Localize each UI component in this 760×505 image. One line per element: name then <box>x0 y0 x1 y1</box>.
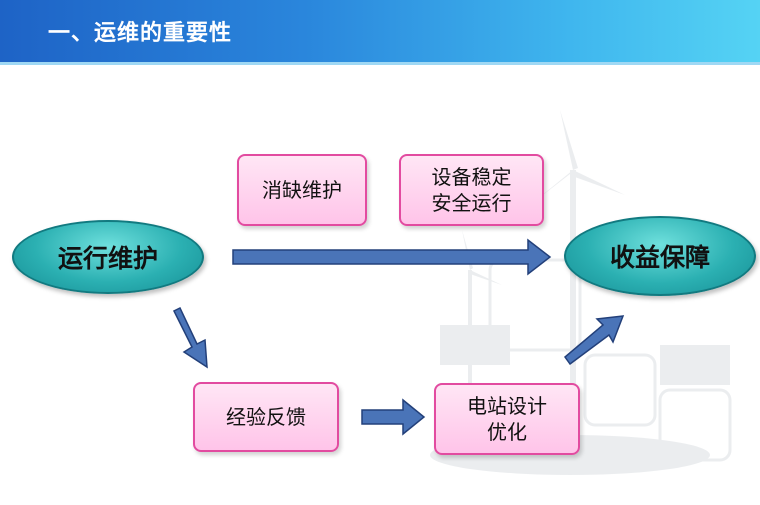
node-stable-operation-line1: 设备稳定 <box>431 165 512 189</box>
node-design-optimization: 电站设计 优化 <box>434 383 580 455</box>
keyboard-key <box>658 388 732 462</box>
node-operation-maintenance: 运行维护 <box>12 220 204 294</box>
turbine-blade <box>560 110 578 170</box>
node-design-optimization-line1: 电站设计 <box>467 394 547 418</box>
node-defect-maintenance: 消缺维护 <box>237 154 367 226</box>
turbine-tower <box>570 170 576 410</box>
node-revenue-guarantee: 收益保障 <box>564 216 756 296</box>
arrow-start-to-end <box>232 238 552 276</box>
keyboard-key <box>583 353 657 427</box>
turbine-blade <box>572 170 625 195</box>
turbine-blade <box>470 270 502 285</box>
node-stable-operation-line2: 安全运行 <box>431 191 512 215</box>
node-stable-operation: 设备稳定 安全运行 <box>399 154 544 226</box>
node-experience-feedback-label: 经验反馈 <box>226 405 306 429</box>
node-design-optimization-line2: 优化 <box>487 420 527 444</box>
title-banner: 一、运维的重要性 <box>0 0 760 64</box>
node-experience-feedback: 经验反馈 <box>193 382 339 452</box>
arrow-feedback-to-design <box>361 398 426 436</box>
arrow-design-to-end <box>563 315 625 366</box>
solar-panel <box>660 345 730 385</box>
node-revenue-guarantee-label: 收益保障 <box>609 243 710 272</box>
background-energy-illustration <box>430 110 732 475</box>
node-operation-maintenance-label: 运行维护 <box>57 244 158 273</box>
solar-panel <box>440 325 510 365</box>
banner-underline <box>0 62 760 65</box>
turbine-tower <box>468 270 472 420</box>
slide-title: 一、运维的重要性 <box>48 21 233 46</box>
node-defect-maintenance-label: 消缺维护 <box>262 178 342 202</box>
arrow-start-to-feedback <box>172 306 208 369</box>
